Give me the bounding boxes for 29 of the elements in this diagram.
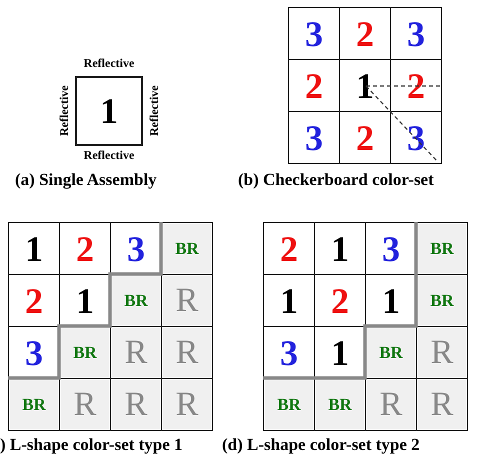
reflector-cell: R: [110, 378, 162, 431]
reflector-cell: R: [59, 378, 111, 431]
reflector-cell: R: [365, 378, 417, 431]
reflector-cell: R: [161, 326, 213, 379]
assembly-box: 1: [75, 76, 143, 146]
reflector-cell: R: [416, 326, 468, 379]
caption: (d) L-shape color-set type 2: [222, 435, 420, 455]
reflector-cell: BR: [263, 378, 315, 431]
boundary-condition-label: Reflective: [82, 148, 136, 162]
boundary-condition-label: Reflective: [82, 56, 136, 70]
caption: (b) Checkerboard color-set: [238, 170, 434, 190]
reflector-cell: R: [110, 326, 162, 379]
reflector-cell: BR: [416, 222, 468, 275]
fuel-assembly-cell: 3: [288, 7, 340, 60]
boundary-condition-label: Reflective: [57, 84, 71, 138]
reflector-cell: BR: [416, 274, 468, 327]
reflector-cell: R: [416, 378, 468, 431]
reflector-cell: BR: [314, 378, 366, 431]
reflector-cell: R: [161, 274, 213, 327]
fuel-assembly-cell: 3: [288, 111, 340, 164]
reflector-cell: BR: [161, 222, 213, 275]
caption: ) L-shape color-set type 1: [0, 435, 183, 455]
caption: (a) Single Assembly: [15, 170, 157, 190]
fuel-assembly-cell: 2: [263, 222, 315, 275]
reflector-cell: BR: [8, 378, 60, 431]
fuel-assembly-cell: 3: [390, 7, 442, 60]
reflector-cell: R: [161, 378, 213, 431]
boundary-condition-label: Reflective: [147, 84, 161, 138]
fuel-assembly-cell: 1: [8, 222, 60, 275]
